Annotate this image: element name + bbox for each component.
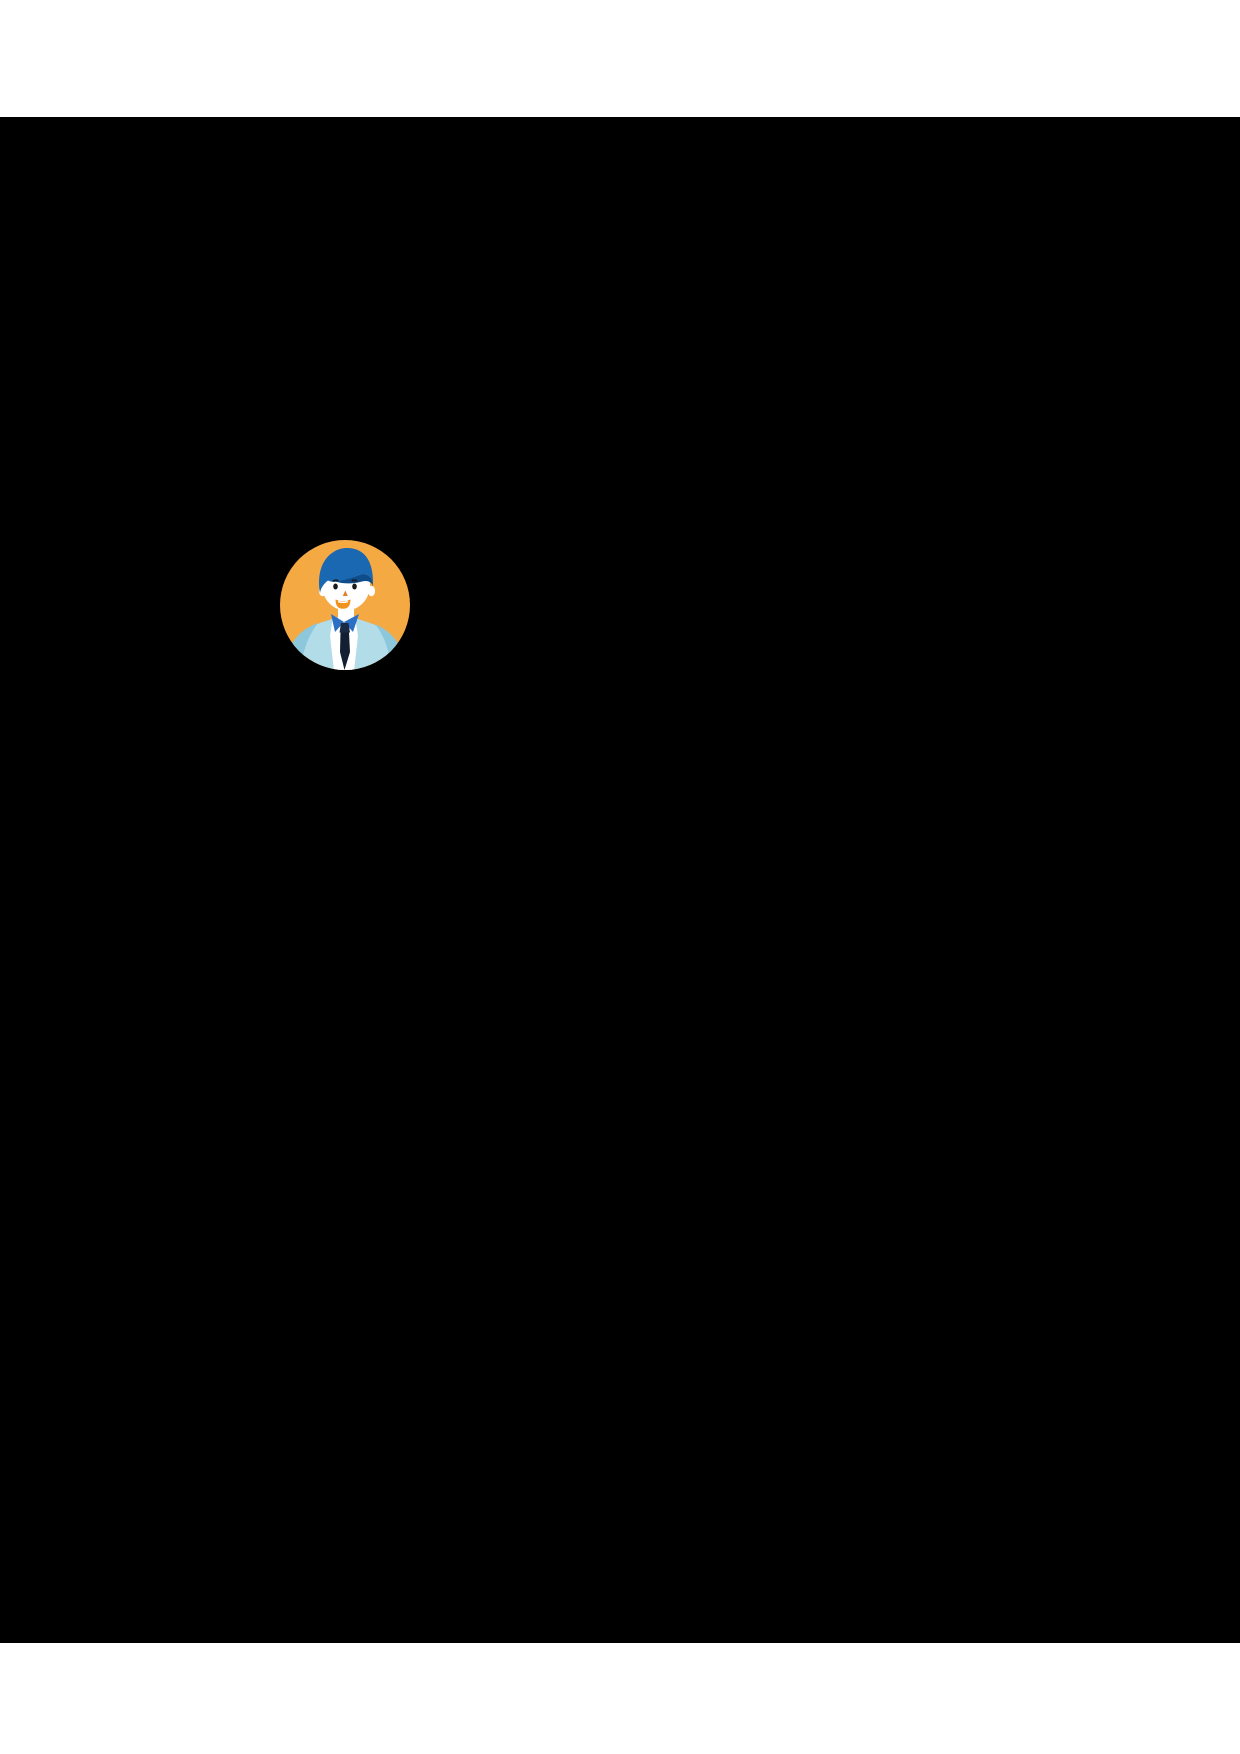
male-avatar-icon: [280, 540, 410, 670]
avatar-tie: [340, 632, 350, 670]
avatar-collar-left: [331, 614, 344, 632]
avatar-hair: [319, 548, 374, 593]
avatar-brow-right: [351, 579, 358, 582]
male-avatar: [280, 540, 410, 670]
avatar-collar-right: [344, 614, 359, 632]
page-black-canvas: [0, 117, 1240, 1643]
page-bottom-margin: [0, 1643, 1240, 1754]
avatar-eye-right: [352, 583, 357, 590]
avatar-brow-left: [332, 579, 339, 582]
avatar-eye-left: [333, 583, 338, 590]
avatar-nose: [342, 590, 348, 596]
avatar-tie-knot: [339, 623, 350, 633]
avatar-teeth: [338, 600, 348, 603]
page-top-margin: [0, 0, 1240, 117]
